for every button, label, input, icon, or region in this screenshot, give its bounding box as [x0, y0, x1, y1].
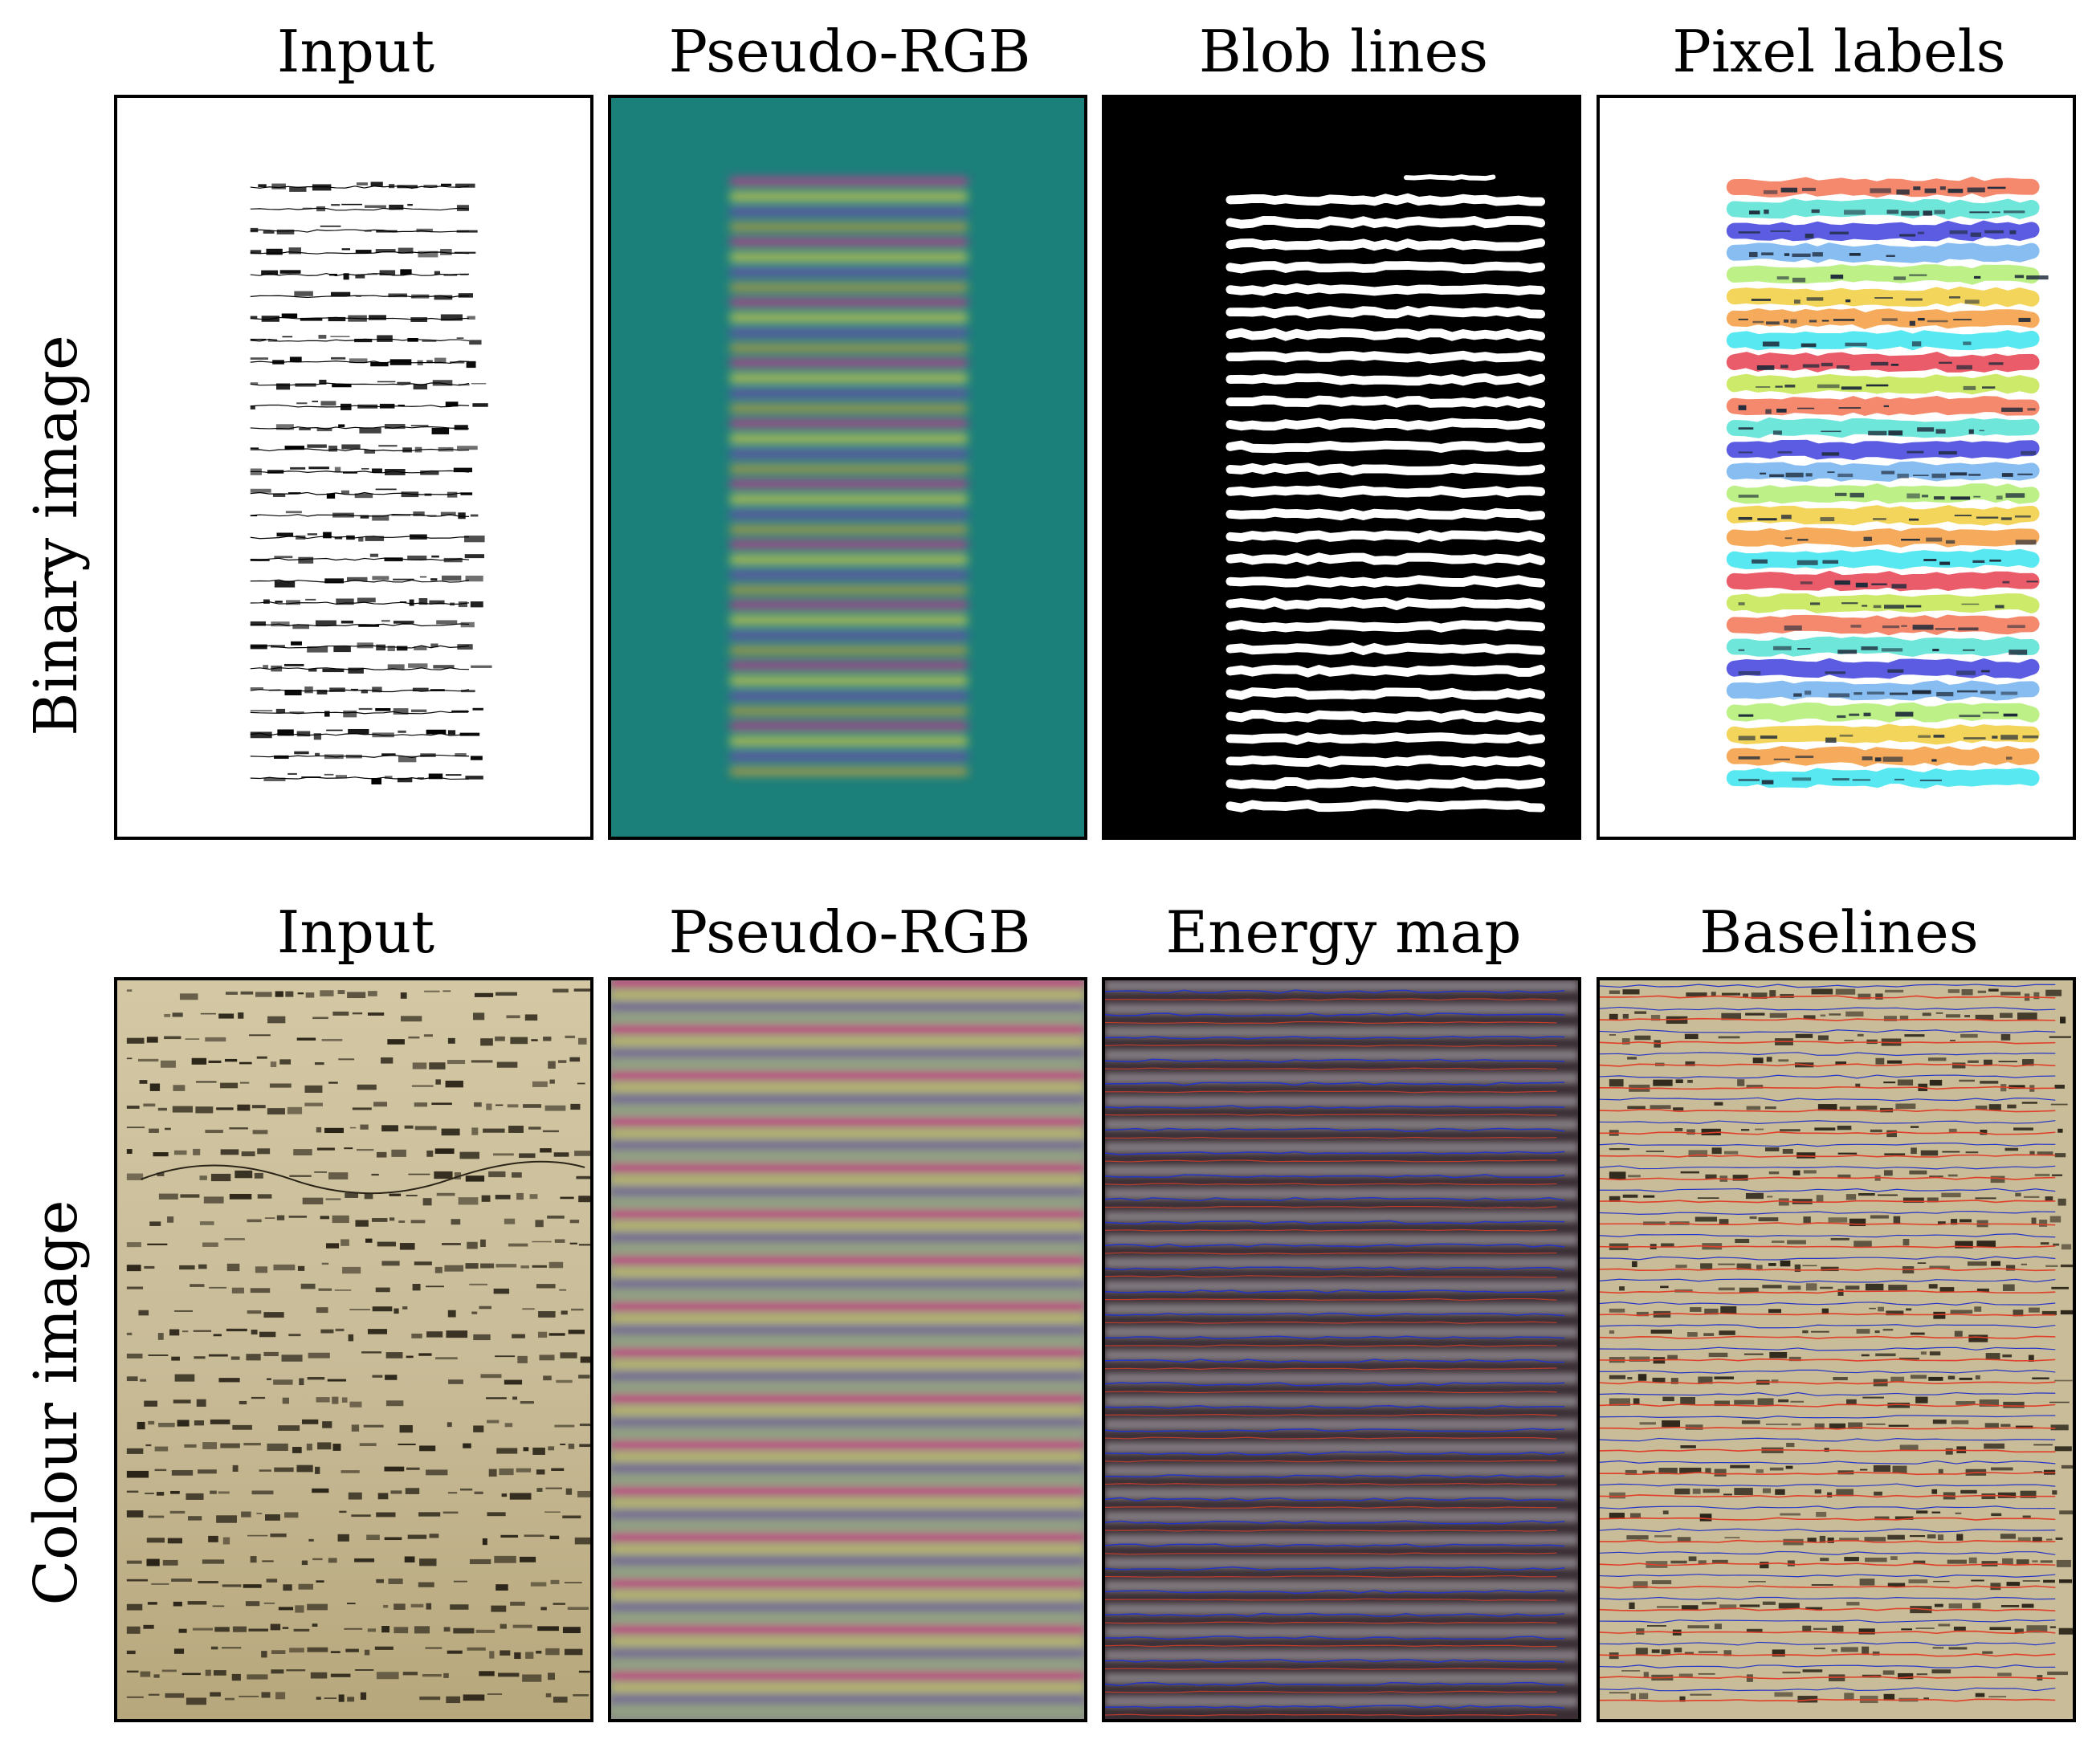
baselines-panel [1597, 977, 2076, 1722]
row-label-binary-image: Binary image [22, 335, 91, 736]
stripe-field [611, 980, 1084, 1714]
row-label-colour-image: Colour image [22, 1200, 91, 1606]
title-blob-lines: Blob lines [1198, 18, 1489, 85]
colour-input-panel [114, 977, 593, 1722]
pixel-labels-image [1726, 176, 2049, 789]
title-binary-pseudo-rgb: Pseudo-RGB [668, 18, 1031, 85]
handwriting [126, 988, 590, 1705]
colour-pseudo-rgb-image [611, 980, 1084, 1719]
blob-line-set [1225, 174, 1546, 813]
baseline-overlay [1600, 984, 2073, 1704]
colour-input-image [117, 980, 590, 1719]
colour-pseudo-rgb-panel [608, 977, 1087, 1722]
title-colour-pseudo-rgb: Pseudo-RGB [668, 898, 1031, 966]
blob-lines-panel [1102, 95, 1581, 840]
energy-map-panel [1102, 977, 1581, 1722]
title-baselines: Baselines [1699, 898, 1979, 966]
binary-input-panel [114, 95, 593, 840]
title-energy-map: Energy map [1165, 898, 1522, 966]
title-binary-input: Input [276, 18, 435, 85]
blob-lines-image [1105, 98, 1578, 837]
binary-pseudo-rgb-panel [608, 95, 1087, 840]
binary-pseudo-rgb-image [611, 98, 1084, 837]
energy-map-image [1105, 980, 1578, 1719]
script-text [250, 181, 492, 784]
energy-lines [1105, 980, 1578, 1717]
title-pixel-labels: Pixel labels [1672, 18, 2006, 85]
pixel-labels-panel [1597, 95, 2076, 840]
stripe-field [729, 177, 968, 776]
baselines-image [1600, 980, 2073, 1719]
binary-input-image [250, 181, 492, 784]
title-colour-input: Input [276, 898, 435, 966]
labelled-lines [1726, 176, 2049, 789]
